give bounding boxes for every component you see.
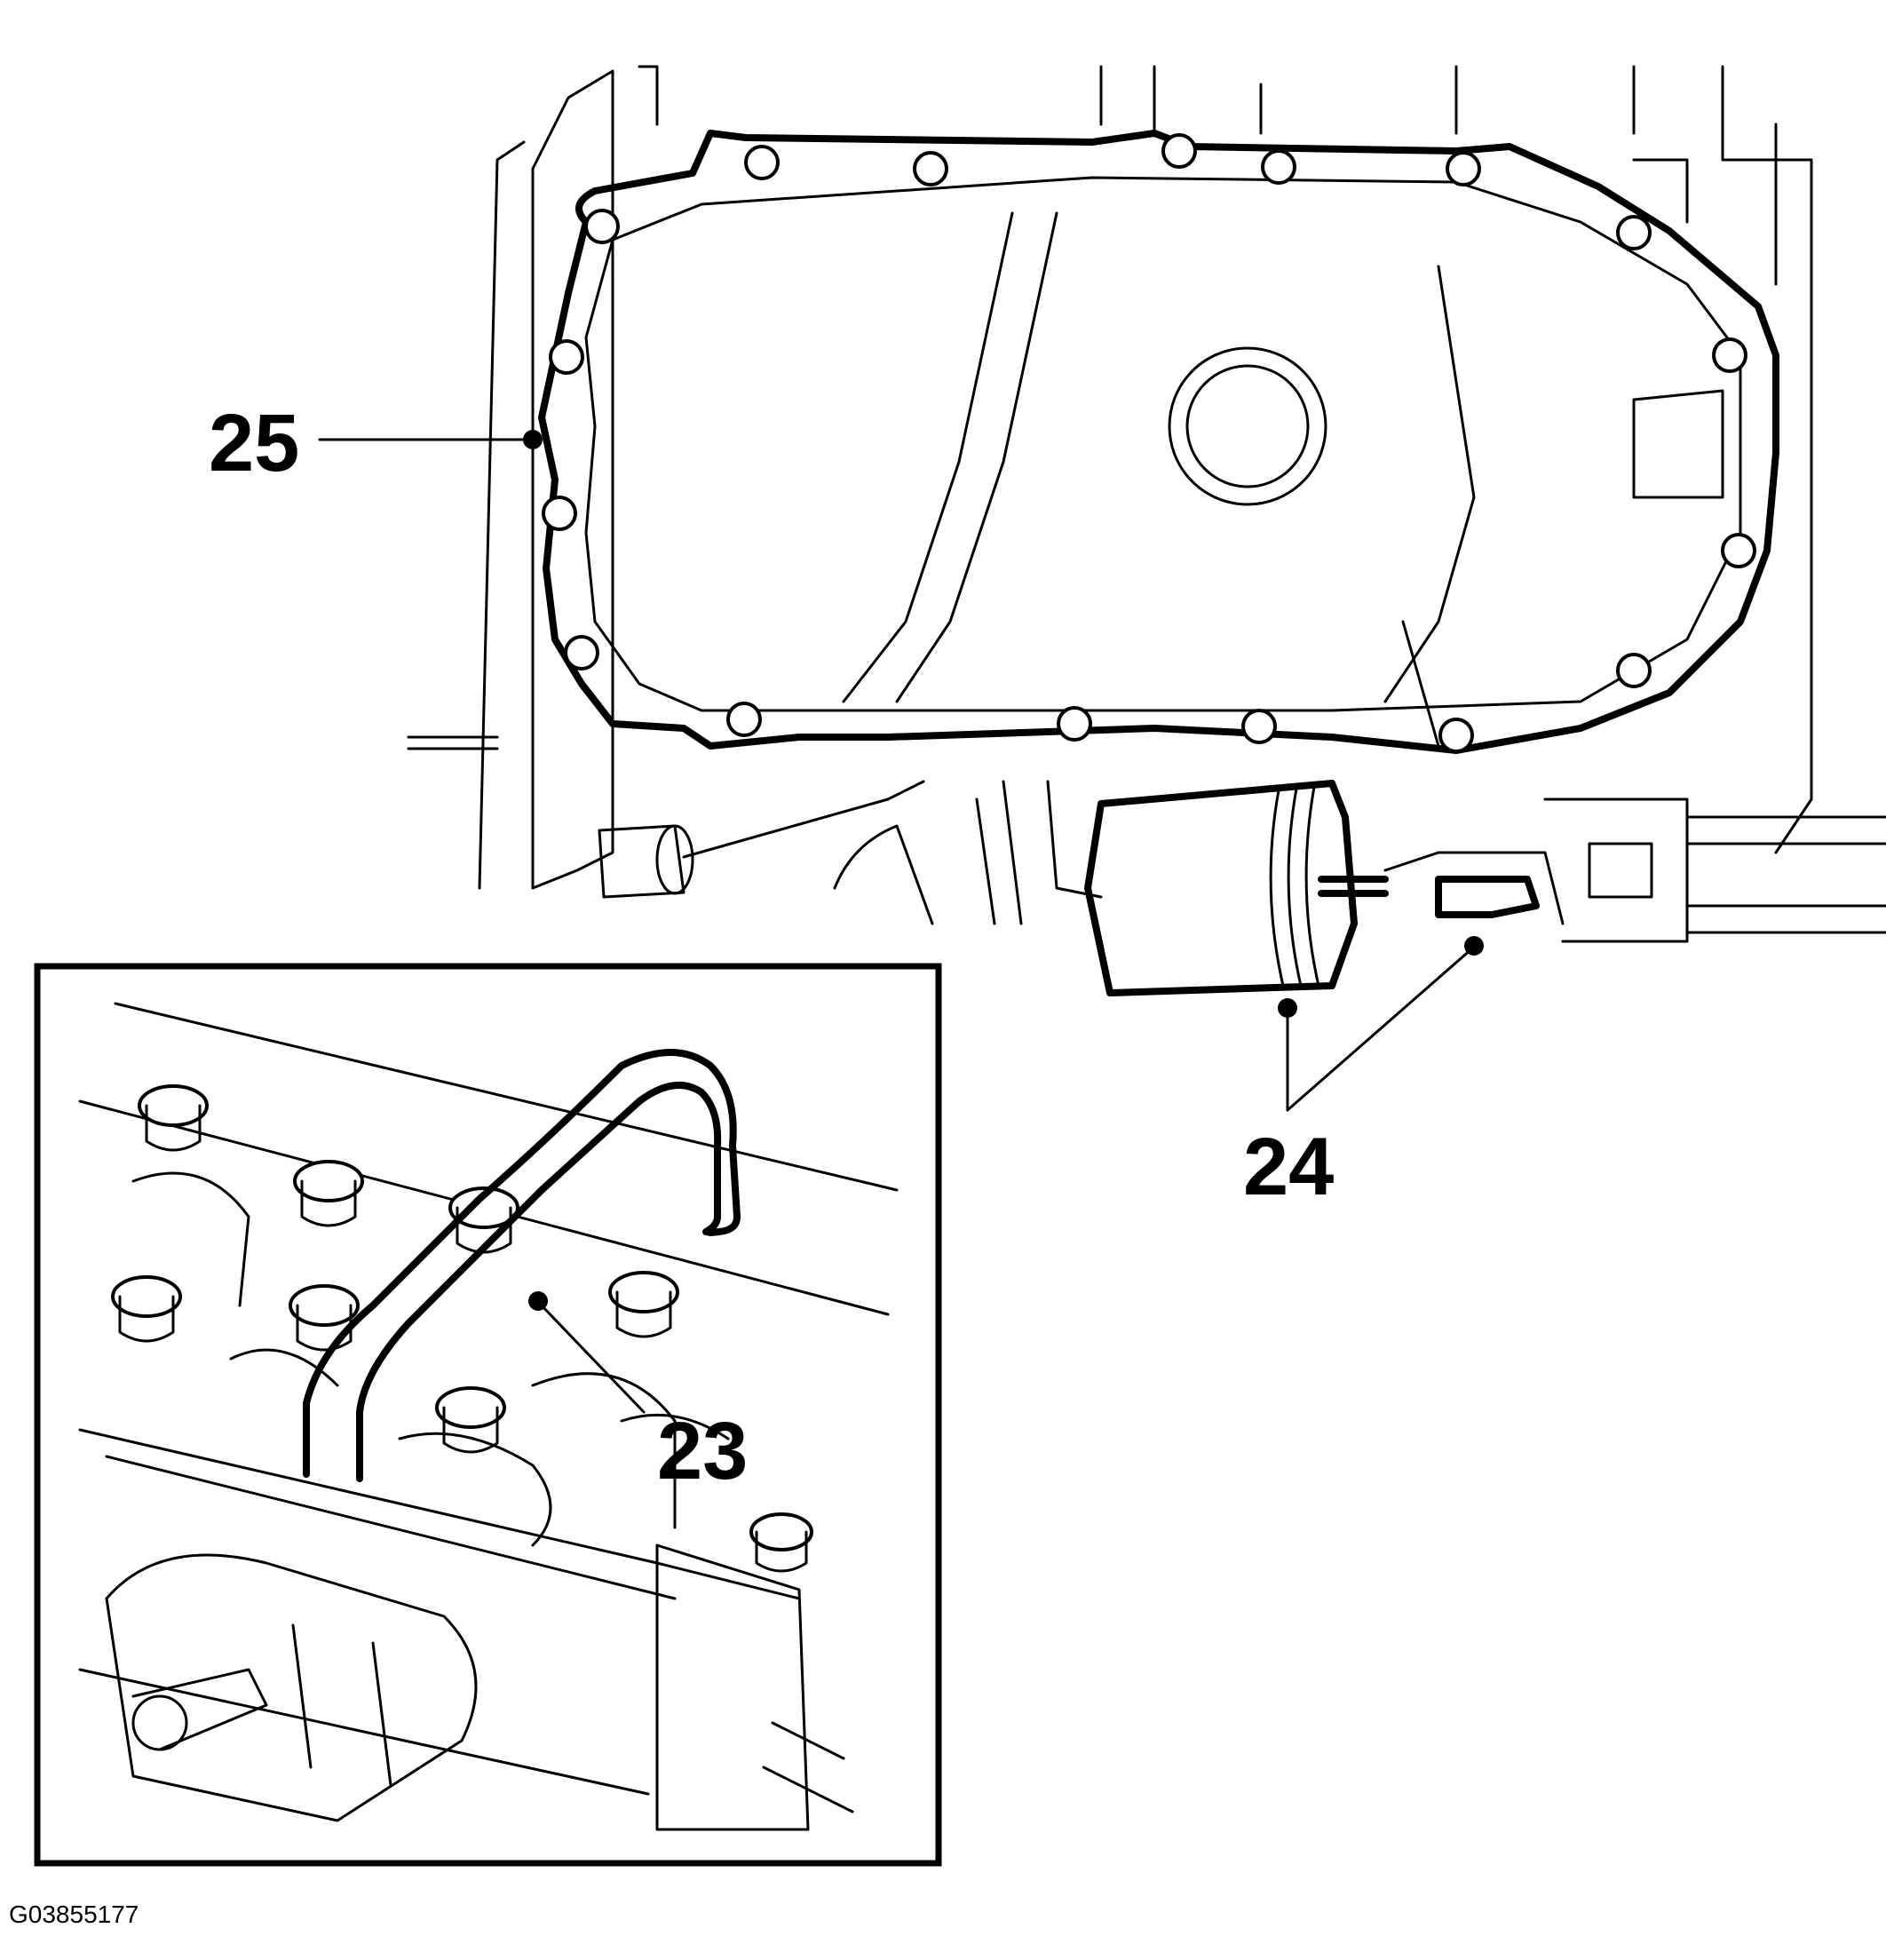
leader-line-23 [528,1291,646,1414]
inset-detail [34,963,942,1867]
inset-bolts [111,1084,813,1573]
oil-pan-gasket [538,130,1779,754]
callout-label-25: 25 [209,398,299,488]
oil-filter [1084,780,1389,996]
drain-plug [1168,346,1327,506]
callout-label-23: 23 [657,1406,748,1496]
breather-hose [303,1049,741,1482]
callout-label-24: 24 [1243,1122,1334,1212]
oil-pan-view [407,65,1886,996]
oil-pan-bolts [542,133,1756,753]
leader-lines-upper [318,430,1484,1112]
figure-id: G03855177 [9,1900,139,1928]
